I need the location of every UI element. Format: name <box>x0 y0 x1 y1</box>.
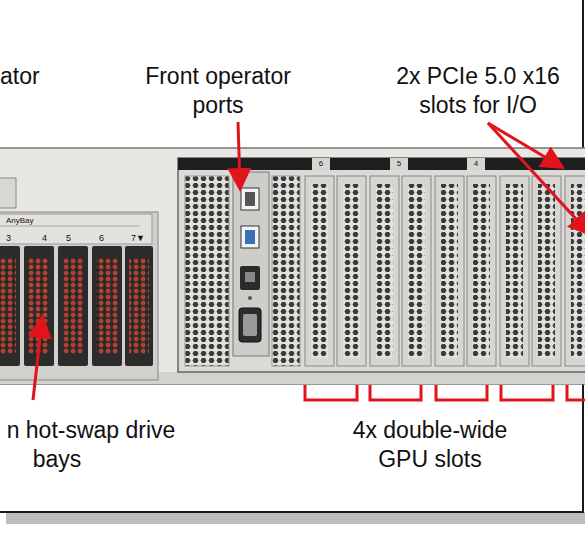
slot-vent <box>473 184 490 358</box>
vent <box>185 176 229 366</box>
bay-number: 7▼ <box>131 232 151 244</box>
latch <box>0 178 16 208</box>
io-panel <box>178 158 585 372</box>
slot-tab <box>312 158 330 170</box>
drive-bay <box>125 246 153 366</box>
drive-bay <box>0 246 20 366</box>
slot-tab <box>467 158 485 170</box>
bay-number: 6 <box>99 232 111 244</box>
frame-shadow <box>6 512 585 524</box>
usb-port <box>241 188 259 210</box>
bracket <box>501 385 553 400</box>
bracket <box>370 385 421 400</box>
drive-bays <box>0 246 153 366</box>
slot-vent <box>343 184 360 358</box>
slot-bracket <box>402 176 431 366</box>
slot-brackets <box>305 158 585 366</box>
chassis <box>0 148 585 384</box>
leader-arrow <box>33 320 42 400</box>
slot-bracket <box>565 176 585 366</box>
slot-vent <box>408 184 425 358</box>
vga-port <box>239 308 261 342</box>
callout-text: 4x double-wide GPU slots <box>340 416 520 474</box>
bay-number: 4 <box>42 232 54 244</box>
bracket <box>436 385 487 400</box>
drive-cage <box>0 212 158 380</box>
slot-bracket <box>370 176 399 366</box>
slot-vent <box>311 184 328 358</box>
micro-usb-port <box>245 272 255 282</box>
drive-vent <box>62 258 84 354</box>
callout-text: 2x PCIe 5.0 x16 slots for I/O <box>385 62 571 120</box>
slot-bracket <box>532 176 561 366</box>
callout-text: ator <box>0 62 80 91</box>
slot-vent <box>506 184 523 358</box>
slot-bracket <box>435 176 464 366</box>
slot-tab <box>390 158 408 170</box>
drive-vent <box>0 258 16 354</box>
slot-vent <box>538 184 555 358</box>
callout-text: Front operator ports <box>128 62 308 120</box>
operator-ports <box>233 172 269 356</box>
drive-bay <box>92 246 122 366</box>
slot-bracket <box>467 176 496 366</box>
vent <box>272 176 300 366</box>
leader-arrow <box>238 122 240 186</box>
callouts <box>33 122 585 400</box>
slot-vent <box>376 184 393 358</box>
led <box>248 296 252 300</box>
micro-usb-port <box>240 266 260 290</box>
slot-vent <box>571 184 585 358</box>
bracket <box>567 385 585 400</box>
slot-number: 6 <box>315 159 327 169</box>
drive-vent <box>96 258 118 354</box>
bay-number: 3 <box>6 232 18 244</box>
drive-cage-header <box>0 214 152 244</box>
callout-text: n hot-swap drive bays <box>0 416 187 474</box>
leader-arrow <box>488 123 585 232</box>
usb-port <box>245 192 255 206</box>
drive-bay <box>58 246 88 366</box>
slot-bracket <box>337 176 366 366</box>
slot-number: 4 <box>470 159 482 169</box>
bracket <box>305 385 357 400</box>
vga-port <box>243 314 257 336</box>
leader-arrow <box>488 123 560 166</box>
ports-card <box>233 172 269 356</box>
slot-bracket <box>305 176 334 366</box>
header-rule <box>0 226 140 227</box>
slot-bracket <box>500 176 529 366</box>
usb-port <box>241 226 259 248</box>
slot-vent <box>441 184 458 358</box>
bay-group-label: AnyBay <box>6 216 66 226</box>
bay-number: 5 <box>66 232 78 244</box>
slot-number: 5 <box>393 159 405 169</box>
drive-vent <box>129 258 149 354</box>
usb-port <box>245 230 255 244</box>
